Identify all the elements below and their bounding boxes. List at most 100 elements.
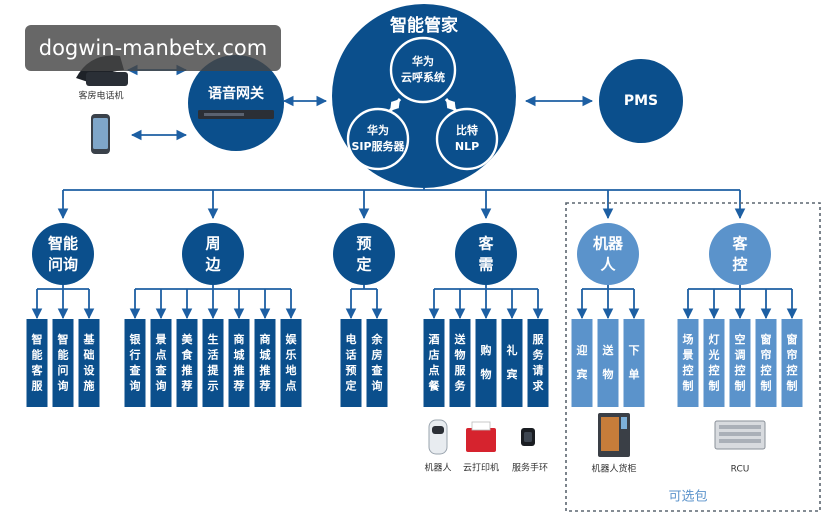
rcu-panel-slot (719, 439, 761, 443)
item-label-char: 务 (533, 347, 545, 361)
item-box (703, 319, 725, 407)
item-box (78, 319, 100, 407)
robot-label: 机器人 (424, 462, 451, 474)
item-box (176, 319, 198, 407)
gateway-circle (188, 55, 284, 151)
inner-node-label: 比特 (456, 123, 478, 137)
item-label-char: 求 (533, 378, 545, 392)
item-label-char: 荐 (233, 378, 245, 392)
gateway-device-ports (204, 113, 244, 116)
item-box (501, 319, 523, 407)
category-circle-3 (455, 223, 517, 285)
item-box (52, 319, 74, 407)
inner-node-1 (346, 107, 410, 171)
watermark-banner: dogwin-manbetx.com (25, 25, 281, 71)
category-label: 周 (205, 235, 220, 253)
item-label-char: 光 (708, 347, 720, 361)
wristband-screen (524, 432, 532, 442)
item-box (280, 319, 302, 407)
item-label-char: 行 (129, 347, 141, 361)
item-label-char: 乐 (286, 347, 297, 361)
item-label-char: 推 (182, 363, 193, 377)
category-label: 问询 (48, 256, 78, 274)
item-label-char: 娱 (286, 332, 298, 346)
item-box (423, 319, 445, 407)
item-label-char: 服 (533, 333, 545, 346)
item-label-char: 控 (761, 363, 772, 377)
item-label-char: 物 (455, 347, 466, 361)
wristband-label: 服务手环 (512, 462, 548, 474)
item-label-char: 询 (130, 378, 141, 392)
item-label-char: 礼 (507, 343, 518, 357)
item-label-char: 点 (156, 347, 167, 361)
inner-arrow-right-head (446, 99, 455, 109)
item-box (228, 319, 250, 407)
item-label-char: 荐 (181, 378, 193, 392)
category-label: 客 (477, 235, 494, 253)
category-label: 机器 (593, 235, 624, 253)
item-label-char: 询 (58, 378, 69, 392)
item-box (26, 319, 48, 407)
item-label-char: 制 (761, 378, 772, 392)
inner-node-label: NLP (455, 140, 479, 153)
item-label-char: 窗 (761, 332, 772, 346)
inner-arrow-right-head (447, 101, 456, 111)
item-box (623, 319, 645, 407)
item-label-char: 服 (455, 364, 467, 377)
item-box (729, 319, 751, 407)
item-label-char: 提 (208, 363, 220, 377)
item-box (571, 319, 593, 407)
item-label-char: 控 (735, 363, 746, 377)
item-box (366, 319, 388, 407)
rcu-panel-slot (719, 425, 761, 429)
category-label: 控 (732, 256, 747, 274)
item-label-char: 能 (58, 347, 69, 361)
item-label-char: 查 (156, 363, 167, 377)
item-label-char: 酒 (429, 333, 440, 346)
item-label-char: 荐 (259, 378, 271, 392)
optional-package-label: 可选包 (668, 490, 707, 505)
item-label-char: 制 (683, 378, 694, 392)
item-label-char: 示 (207, 379, 219, 392)
item-label-char: 请 (533, 363, 544, 377)
item-label-char: 智 (32, 332, 43, 346)
item-label-char: 景 (682, 348, 694, 361)
inner-node-label: 云呼系统 (401, 70, 445, 84)
item-label-char: 点 (286, 378, 297, 392)
item-label-char: 银 (130, 332, 142, 346)
category-label: 定 (356, 256, 371, 274)
inner-node-label: SIP服务器 (351, 139, 405, 153)
item-box (124, 319, 146, 407)
item-label-char: 础 (84, 347, 95, 361)
item-box (781, 319, 803, 407)
inner-arrow-left-head (391, 99, 400, 109)
rcu-panel-slot (719, 432, 761, 436)
pms-label: PMS (624, 93, 658, 109)
item-label-char: 房 (372, 347, 383, 361)
item-label-char: 制 (735, 378, 746, 392)
inner-node-0 (389, 36, 457, 104)
item-label-char: 美 (182, 332, 194, 346)
item-label-char: 预 (346, 363, 357, 377)
item-label-char: 询 (156, 378, 167, 392)
item-label-char: 食 (182, 347, 194, 361)
item-label-char: 送 (454, 332, 467, 346)
item-label-char: 活 (208, 347, 219, 361)
item-box (449, 319, 471, 407)
item-label-char: 景 (155, 333, 167, 346)
item-label-char: 下 (629, 344, 640, 357)
item-label-char: 商 (234, 332, 245, 346)
item-label-char: 查 (130, 363, 141, 377)
pms-circle (599, 59, 683, 143)
item-box (597, 319, 619, 407)
item-label-char: 施 (84, 378, 95, 392)
item-box (254, 319, 276, 407)
printer-paper (471, 421, 491, 431)
item-label-char: 帘 (761, 347, 772, 361)
category-label: 智能 (48, 235, 78, 253)
desk-phone-label: 客房电话机 (78, 90, 123, 102)
vending-cabinet-label: 机器人货柜 (591, 463, 636, 475)
item-label-char: 灯 (709, 332, 720, 346)
item-label-char: 智 (58, 332, 69, 346)
